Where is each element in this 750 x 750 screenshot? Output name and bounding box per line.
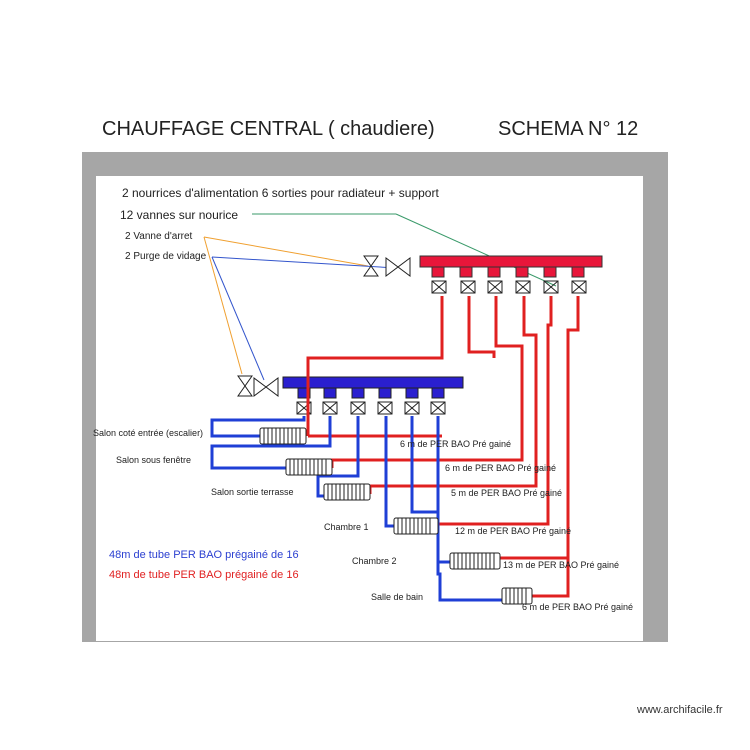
valve-icon [515,280,531,294]
radiators [259,427,533,605]
room-label-salle-bain: Salle de bain [371,592,424,602]
note-drain: 2 Purge de vidage [125,251,207,262]
blue-pipe-salon-entree [210,416,306,438]
valve-icon [377,401,393,415]
drain-valve-top-icon [385,257,411,277]
drain-valve-left-icon [253,377,279,397]
legend-blue: 48m de tube PER BAO prégainé de 16 [109,549,299,561]
note-valves: 12 vannes sur nourice [120,208,239,222]
leader-valves-diagonal [395,213,557,287]
leader-drain-top [211,256,397,269]
radiator-icon [449,552,501,570]
blue-pipes [210,416,502,602]
valve-icon [487,280,503,294]
room-label-chambre1: Chambre 1 [324,522,369,532]
red-manifold-valves [431,280,587,294]
pipe-label-5: 13 m de PER BAO Pré gainé [503,560,620,570]
leader-stop-valve-left [203,236,243,375]
pipe-label-4: 12 m de PER BAO Pré gainé [455,526,572,536]
room-label-salon-terrasse: Salon sortie terrasse [211,487,294,497]
red-pipe-2 [467,296,496,358]
red-pipe-6 [500,296,580,560]
footer-watermark: www.archifacile.fr [637,704,723,716]
leader-drain-left [211,256,265,381]
room-label-salon-entree: Salon coté entrée (escalier) [93,428,204,438]
title-right: SCHEMA N° 12 [498,118,639,140]
radiator-icon [393,517,439,535]
valve-icon [543,280,559,294]
blue-pipe-salon-fenetre [210,416,332,470]
blue-manifold-valves [296,401,446,415]
blue-pipe-salon-terrasse [316,416,360,498]
pipe-label-6: 6 m de PER BAO Pré gainé [522,602,634,612]
leader-stop-valve-top [203,236,369,267]
legend-red: 48m de tube PER BAO prégainé de 16 [109,569,299,581]
note-manifolds: 2 nourrices d'alimentation 6 sorties pou… [122,186,439,200]
title-left: CHAUFFAGE CENTRAL ( chaudiere) [102,118,435,140]
valve-icon [322,401,338,415]
valve-icon [431,280,447,294]
valve-icon [404,401,420,415]
radiator-icon [285,458,333,476]
radiator-icon [501,587,533,605]
room-label-chambre2: Chambre 2 [352,556,397,566]
diagram-canvas [96,176,643,641]
pipe-label-1: 6 m de PER BAO Pré gainé [400,439,512,449]
pipe-label-3: 5 m de PER BAO Pré gainé [451,488,563,498]
note-stop-valves: 2 Vanne d'arret [125,231,193,242]
red-pipe-10 [530,558,570,598]
radiator-icon [259,427,307,445]
blue-pipe-chambre1 [384,416,396,528]
red-pipe-5 [438,296,553,526]
valve-icon [571,280,587,294]
stop-valve-top-icon [363,255,379,277]
leader-lines [203,213,557,381]
radiator-icon [323,483,371,501]
room-label-salon-fenetre: Salon sous fenêtre [116,455,192,465]
valve-icon [350,401,366,415]
stop-valve-left-icon [237,375,253,397]
blue-manifold [282,376,464,399]
valve-icon [460,280,476,294]
valve-icon [430,401,446,415]
blue-pipe-chambre2 [410,416,452,564]
red-manifold [419,255,603,278]
red-pipe-1 [306,296,444,436]
pipe-label-2: 6 m de PER BAO Pré gainé [445,463,557,473]
